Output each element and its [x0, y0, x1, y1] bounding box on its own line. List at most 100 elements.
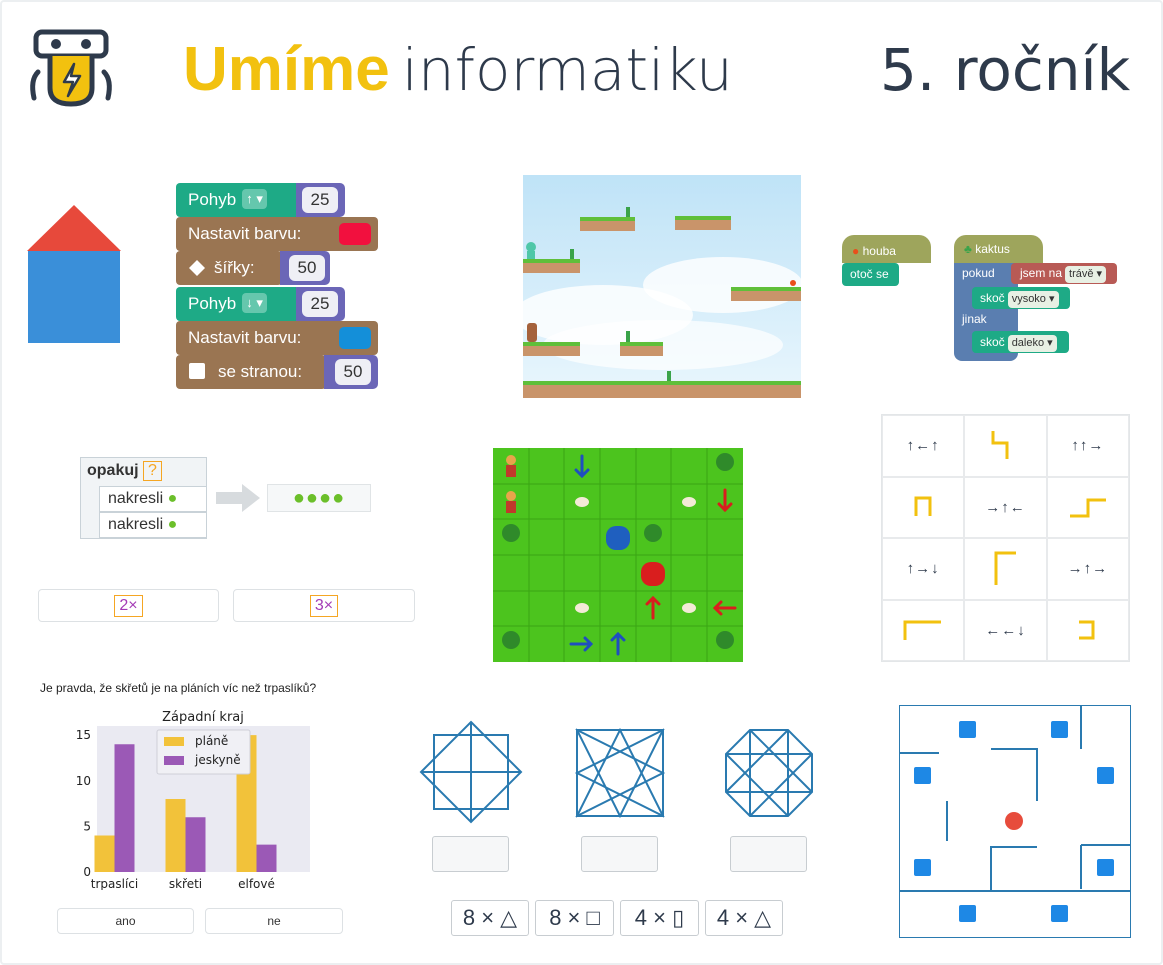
- move-value[interactable]: 25: [302, 187, 338, 213]
- maze-block: [914, 721, 1114, 922]
- x-tick-label: trpaslíci: [91, 877, 138, 890]
- answer-option[interactable]: 8 × □: [535, 900, 614, 936]
- bar-0-1: [165, 799, 186, 872]
- y-tick-label: 15: [76, 728, 91, 742]
- path-cell[interactable]: [1046, 476, 1129, 538]
- character-icon: [526, 242, 536, 259]
- arrow-cell[interactable]: →↑←: [964, 476, 1047, 538]
- platform-game-scene[interactable]: [523, 175, 801, 398]
- terrain-dropdown[interactable]: trávě ▾: [1065, 266, 1107, 283]
- chart-title: Západní kraj: [162, 710, 244, 725]
- bar-0-0: [94, 835, 115, 872]
- block-move-up[interactable]: Pohyb↑ ▾: [176, 183, 302, 217]
- hat-block-kaktus[interactable]: ♣ kaktus: [954, 235, 1043, 263]
- cactus-icon: [570, 207, 671, 381]
- blue-door-icon: [606, 526, 630, 550]
- question-text: Je pravda, že skřetů je na pláních víc n…: [40, 681, 317, 695]
- no-button[interactable]: ne: [205, 908, 343, 934]
- move-value[interactable]: 25: [302, 291, 338, 317]
- else-label: jinak: [962, 312, 987, 326]
- jump-dropdown[interactable]: vysoko ▾: [1007, 291, 1059, 308]
- arrow-sequence-grid: ↑←↑ ↑↑→ →↑← ↑→↓ →↑→ ←←↓: [881, 414, 1130, 662]
- yes-button[interactable]: ano: [57, 908, 194, 934]
- maze-board[interactable]: [899, 705, 1131, 938]
- y-tick-label: 10: [76, 774, 91, 788]
- if-label: pokud: [962, 266, 995, 280]
- answer-option[interactable]: 8 × △: [451, 900, 529, 936]
- diamond-icon: [189, 260, 205, 276]
- answer-2x-button[interactable]: 2×: [38, 589, 219, 622]
- repeat-count-slot[interactable]: ?: [143, 461, 162, 481]
- square-icon: [189, 363, 205, 379]
- repeat-label: opakuj: [87, 462, 139, 479]
- bar-1-2: [256, 844, 277, 872]
- apple-icon: ●: [167, 490, 178, 507]
- path-cell[interactable]: [964, 415, 1047, 477]
- red-door-icon: [641, 562, 665, 586]
- path-cell[interactable]: [964, 538, 1047, 600]
- legend-label-plane: pláně: [195, 734, 228, 748]
- jump-dropdown[interactable]: daleko ▾: [1007, 335, 1057, 352]
- chart-legend: pláně jeskyně: [156, 729, 251, 775]
- mushroom-icon: ●: [852, 244, 860, 258]
- tree-icon: [502, 453, 734, 649]
- legend-swatch-cave: [164, 756, 184, 765]
- arrow-cell[interactable]: →↑→: [1046, 538, 1129, 600]
- path-cell[interactable]: [882, 599, 965, 661]
- draw-label: nakresli: [108, 516, 164, 533]
- answer-drop-slot[interactable]: [432, 836, 509, 872]
- bar-1-0: [114, 744, 135, 872]
- answer-3x-button[interactable]: 3×: [233, 589, 415, 622]
- bar-1-1: [185, 817, 206, 872]
- arrow-cell[interactable]: ←←↓: [964, 599, 1047, 661]
- color-swatch-red[interactable]: [339, 223, 371, 245]
- platform: [523, 218, 801, 398]
- legend-swatch-plane: [164, 737, 184, 746]
- block-turn[interactable]: otoč se: [842, 263, 899, 286]
- answer-option[interactable]: 4 × △: [705, 900, 783, 936]
- brand-regular: informatiku: [401, 36, 733, 104]
- color-swatch-blue[interactable]: [339, 327, 371, 349]
- shape-figure-2: [575, 728, 665, 818]
- cactus-icon: ♣: [964, 242, 972, 256]
- arrow-cell[interactable]: ↑←↑: [882, 415, 965, 477]
- y-tick-label: 0: [83, 865, 91, 879]
- x-tick-label: elfové: [238, 877, 275, 890]
- repeat-block[interactable]: opakuj ? nakresli ● nakresli ●: [80, 457, 207, 539]
- brand-bold: Umíme: [183, 35, 390, 104]
- arrow-right-icon: [216, 484, 260, 512]
- bar-chart: Západní kraj 0 5 10 15 trpaslíci skřeti elfov…: [76, 710, 310, 890]
- block-width[interactable]: šířky:: [176, 251, 282, 285]
- block-side[interactable]: se stranou:: [176, 355, 326, 389]
- arrow-cell[interactable]: ↑↑→: [1046, 415, 1129, 477]
- answer-option[interactable]: 4 × ▯: [620, 900, 699, 936]
- person-icon: [506, 455, 516, 513]
- block-move-down[interactable]: Pohyb↓ ▾: [176, 287, 302, 321]
- apple-result: ●●●●: [267, 484, 371, 512]
- path-cell[interactable]: [882, 476, 965, 538]
- answer-drop-slot[interactable]: [581, 836, 658, 872]
- answer-drop-slot[interactable]: [730, 836, 807, 872]
- robot-logo-icon: [30, 29, 112, 107]
- shape-figure-1: [419, 720, 523, 824]
- arrow-cell[interactable]: ↑→↓: [882, 538, 965, 600]
- ball-icon: [1005, 812, 1023, 830]
- shape-figure-3: [725, 729, 813, 817]
- direction-dropdown[interactable]: ↑ ▾: [242, 189, 267, 209]
- side-value[interactable]: 50: [335, 359, 371, 385]
- legend-label-cave: jeskyně: [194, 753, 241, 767]
- mushroom-icon: [575, 497, 696, 613]
- grade-label: 5. ročník: [880, 36, 1131, 104]
- path-cell[interactable]: [1046, 599, 1129, 661]
- width-value[interactable]: 50: [289, 255, 325, 281]
- y-tick-label: 5: [83, 819, 91, 833]
- house-drawing: [27, 205, 121, 343]
- x-tick-label: skřeti: [169, 877, 202, 890]
- arrow-maze-grid[interactable]: [493, 448, 743, 662]
- hat-block-houba[interactable]: ● houba: [842, 235, 931, 263]
- direction-dropdown[interactable]: ↓ ▾: [242, 293, 267, 313]
